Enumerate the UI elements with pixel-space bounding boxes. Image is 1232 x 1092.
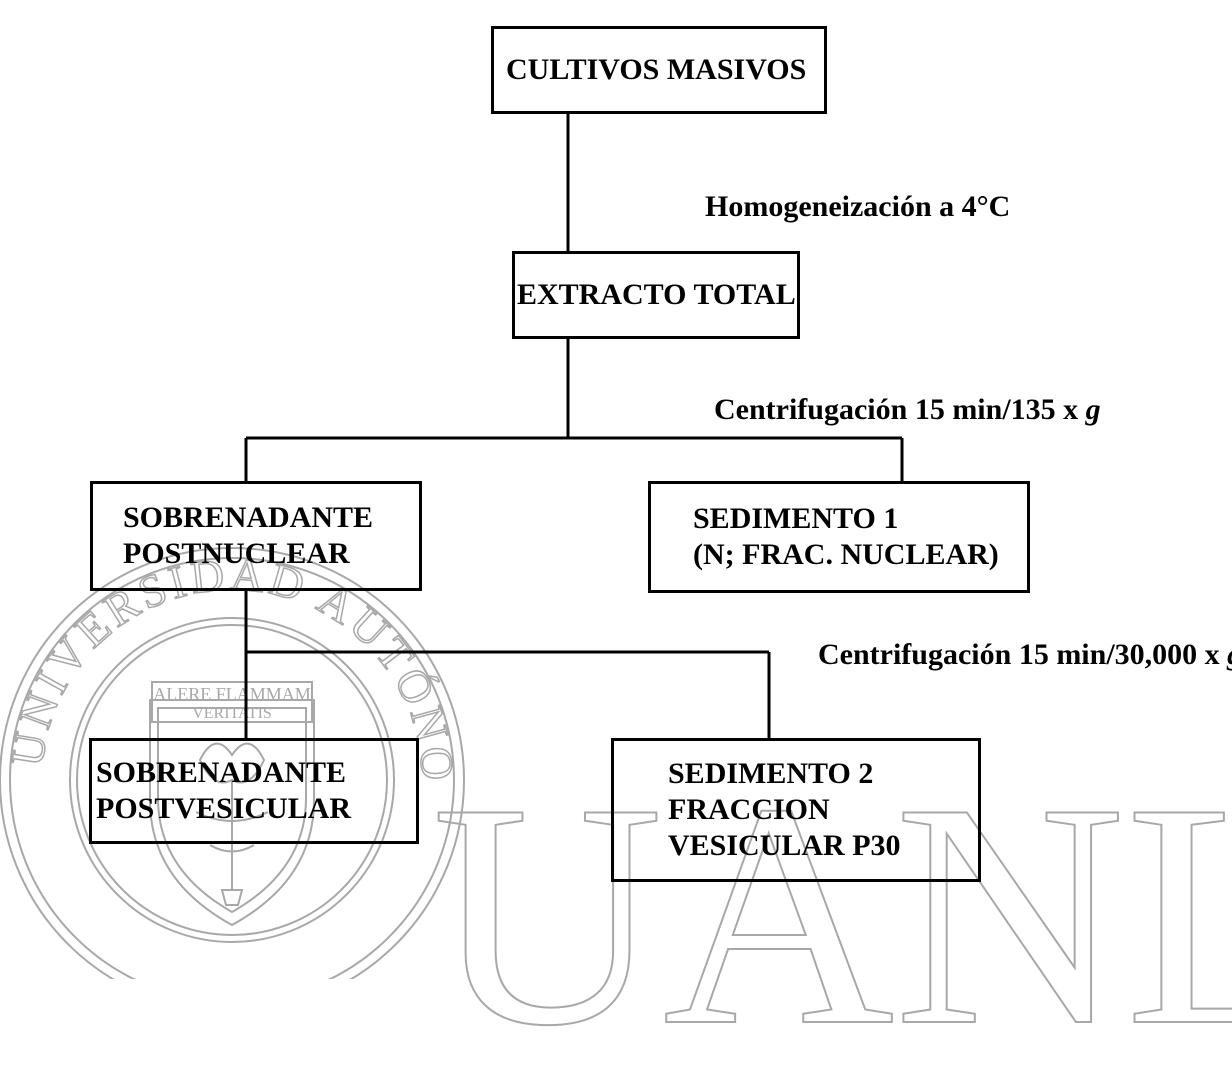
step-centrifugacion-2-label: Centrifugación 15 min/30,000 x g (818, 638, 1232, 672)
box-sedimento-2: SEDIMENTO 2 FRACCION VESICULAR P30 (611, 738, 981, 882)
g-force-symbol: g (1085, 393, 1101, 426)
connector-lines (244, 114, 904, 738)
step-centrifugacion-1-label: Centrifugación 15 min/135 x g (714, 393, 1101, 427)
box-extracto-total: EXTRACTO TOTAL (512, 251, 800, 339)
step-centrifugacion-2-text: Centrifugación 15 min/30,000 x (818, 638, 1220, 671)
box-sedimento-2-line-1: SEDIMENTO 2 (668, 757, 874, 790)
box-sobrenadante-postvesicular-line-1: SOBRENADANTE (96, 756, 347, 789)
box-cultivos-line-1: CULTIVOS MASIVOS (506, 53, 807, 86)
g-force-symbol: g (1227, 638, 1232, 671)
step-centrifugacion-1-text: Centrifugación 15 min/135 x (714, 393, 1079, 426)
box-extracto-line-1: EXTRACTO TOTAL (517, 278, 796, 311)
step-homogeneizacion-text: Homogeneización a 4°C (705, 190, 1011, 223)
box-sedimento-1-line-2: (N; FRAC. NUCLEAR) (693, 538, 999, 571)
box-sobrenadante-postvesicular-line-2: POSTVESICULAR (96, 792, 352, 825)
box-sedimento-1-line-1: SEDIMENTO 1 (693, 502, 899, 535)
box-sobrenadante-postnuclear: SOBRENADANTE POSTNUCLEAR (90, 481, 422, 591)
box-sobrenadante-postnuclear-line-1: SOBRENADANTE (123, 501, 374, 534)
box-sedimento-2-line-3: VESICULAR P30 (668, 829, 901, 862)
box-sobrenadante-postnuclear-line-2: POSTNUCLEAR (123, 537, 350, 570)
box-sobrenadante-postvesicular: SOBRENADANTE POSTVESICULAR (89, 738, 419, 844)
box-cultivos-masivos: CULTIVOS MASIVOS (491, 26, 827, 114)
box-sedimento-2-line-2: FRACCION (668, 793, 830, 826)
box-sedimento-1: SEDIMENTO 1 (N; FRAC. NUCLEAR) (648, 481, 1030, 593)
step-homogeneizacion-label: Homogeneización a 4°C (705, 190, 1010, 224)
